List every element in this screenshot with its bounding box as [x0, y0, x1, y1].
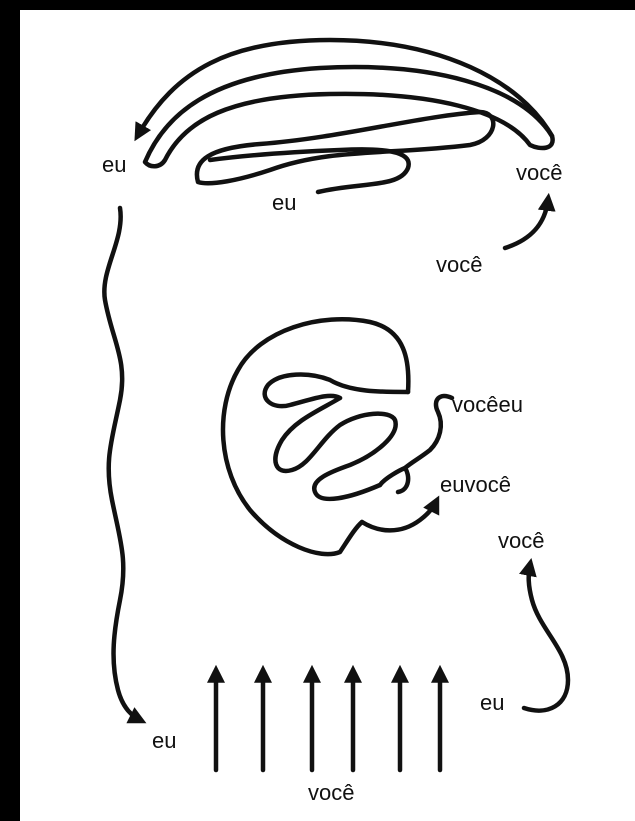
- left-wavy-arrow: [104, 208, 140, 720]
- bottom-arrow-row: [216, 672, 440, 770]
- label-top-inner-eu: eu: [272, 190, 296, 215]
- right-hook-arrow: [524, 565, 568, 711]
- label-top-right-voce: você: [516, 160, 562, 185]
- label-euvoce: euvocê: [440, 472, 511, 497]
- top-bean-loop: [210, 149, 409, 192]
- label-voceeu: vocêeu: [452, 392, 523, 417]
- label-top-left-eu: eu: [102, 152, 126, 177]
- brain-outline: [223, 319, 408, 554]
- brain-fold-2: [275, 398, 395, 499]
- diagram-paper: eu eu você você vocêeu euvocê você eu eu…: [20, 10, 635, 821]
- label-right-voce-arrow: você: [436, 252, 482, 277]
- label-bottom-right-eu: eu: [480, 690, 504, 715]
- label-right-voce: você: [498, 528, 544, 553]
- label-bottom-voce: você: [308, 780, 354, 805]
- diagram-svg: eu eu você você vocêeu euvocê você eu eu…: [20, 10, 635, 821]
- brain-fold-3: [380, 468, 408, 492]
- voceeu-squiggle: [405, 396, 452, 468]
- label-bottom-left-eu: eu: [152, 728, 176, 753]
- right-up-arrow: [505, 200, 548, 248]
- euvoce-arrow: [362, 502, 436, 530]
